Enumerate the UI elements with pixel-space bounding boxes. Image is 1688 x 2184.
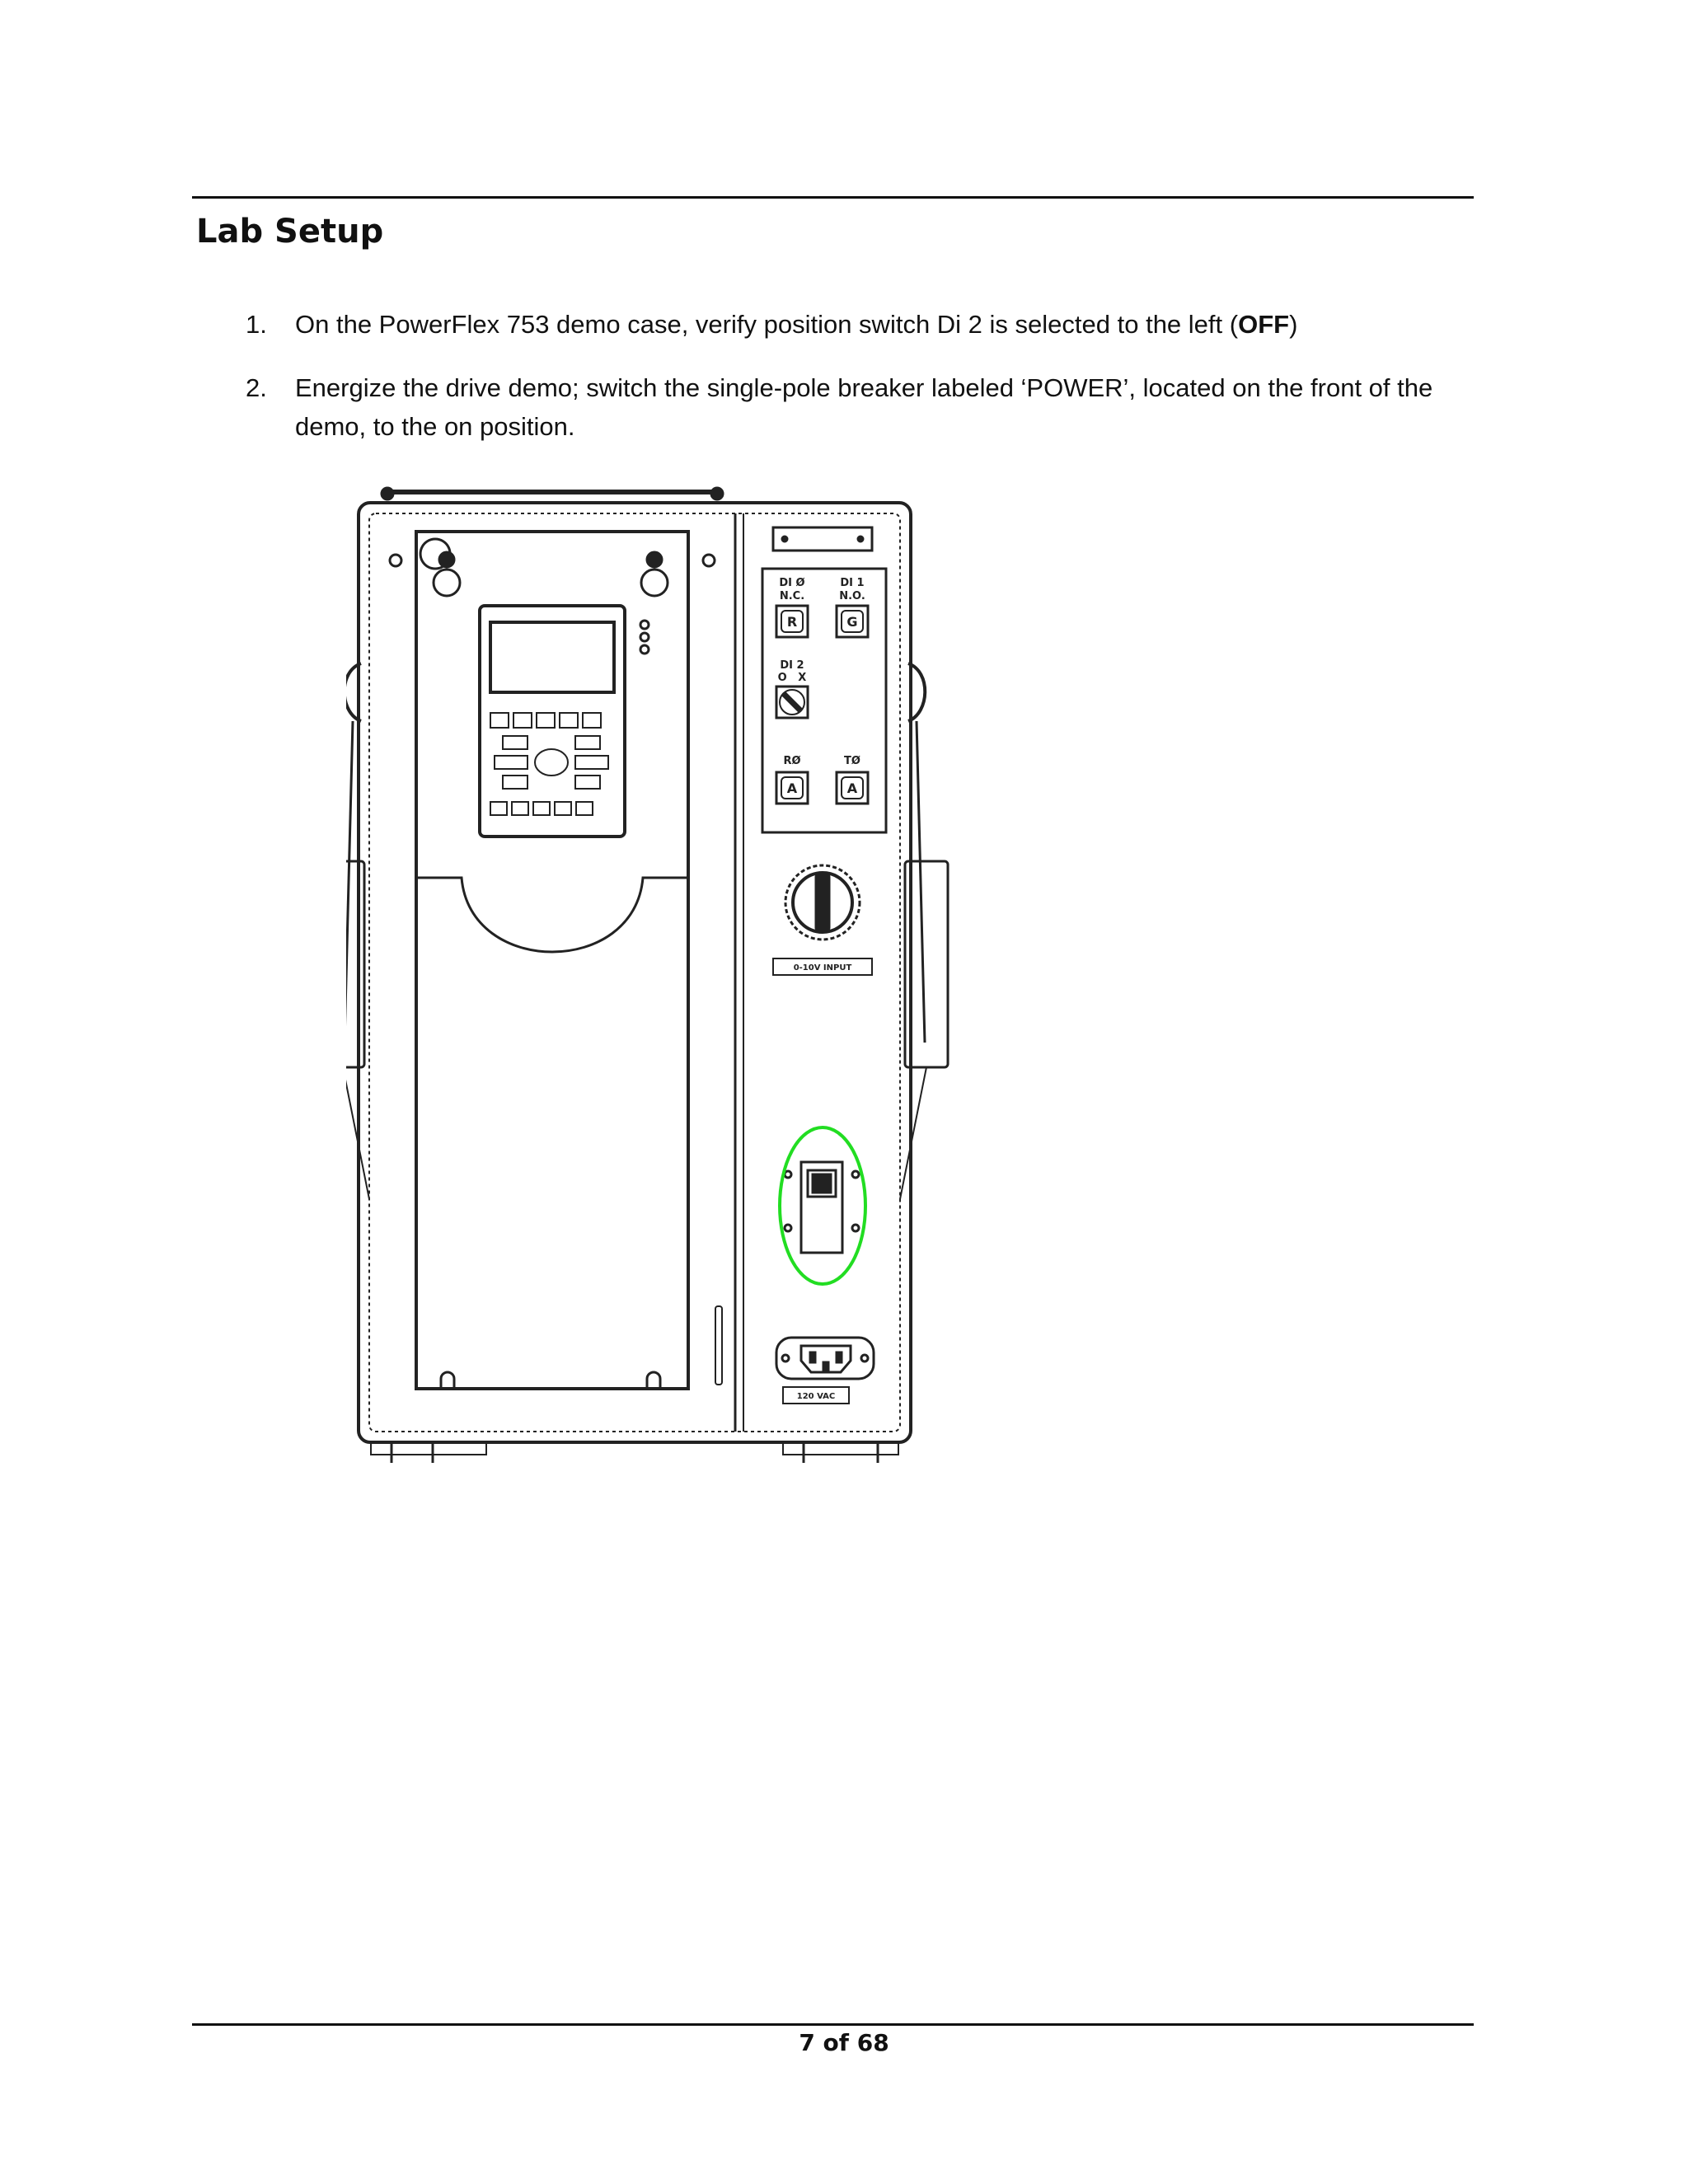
step-2: 2. Energize the drive demo; switch the s… (246, 368, 1465, 446)
r0-label: RØ (783, 755, 800, 767)
di0-sub-label: N.C. (780, 590, 804, 602)
t0-label: TØ (844, 755, 860, 767)
demo-case-drawing: DI Ø N.C. DI 1 N.O. R G DI 2 O X RØ TØ A… (346, 474, 964, 1471)
di2-positions: O X (778, 672, 807, 684)
off-emphasis: OFF (1238, 310, 1290, 339)
step-text: Energize the drive demo; switch the sing… (295, 373, 1433, 441)
input-label: 0-10V INPUT (794, 963, 852, 972)
step-text: On the PowerFlex 753 demo case, verify p… (295, 310, 1298, 339)
di1-label: DI 1 (840, 577, 864, 589)
step-number: 1. (246, 310, 267, 339)
page-number: 7 of 68 (799, 2029, 889, 2056)
di2-label: DI 2 (780, 659, 804, 672)
top-rule (192, 196, 1474, 199)
r0-button-letter: A (787, 780, 798, 796)
di1-button-letter: G (846, 614, 857, 630)
setup-steps: 1. On the PowerFlex 753 demo case, verif… (246, 305, 1465, 471)
di0-button-letter: R (787, 614, 797, 630)
di1-sub-label: N.O. (839, 590, 865, 602)
step-number: 2. (246, 373, 267, 402)
step-1: 1. On the PowerFlex 753 demo case, verif… (246, 305, 1465, 344)
power-label: 120 VAC (797, 1392, 836, 1401)
section-heading: Lab Setup (196, 213, 384, 251)
di0-label: DI Ø (779, 577, 804, 589)
bottom-rule (192, 2023, 1474, 2026)
t0-button-letter: A (847, 780, 858, 796)
